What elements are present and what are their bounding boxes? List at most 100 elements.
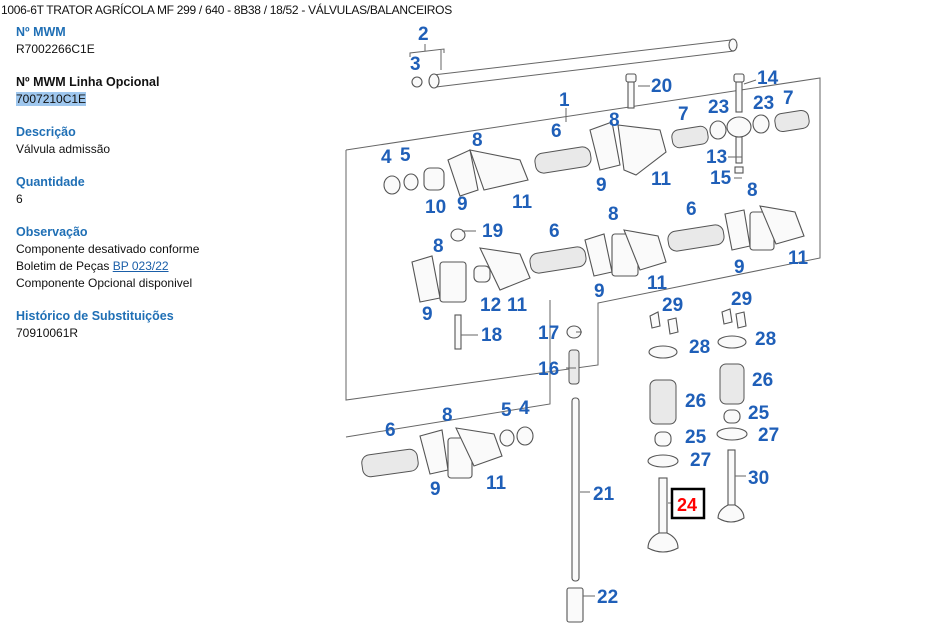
valve-stack-exhaust[interactable]: [716, 308, 748, 523]
callout-5b[interactable]: 5: [501, 400, 512, 421]
callout-22[interactable]: 22: [597, 587, 618, 608]
rocker-shaft[interactable]: [409, 38, 738, 89]
callout-6[interactable]: 6: [551, 121, 562, 142]
callout-25[interactable]: 25: [748, 403, 770, 424]
callout-11f[interactable]: 11: [486, 473, 507, 494]
spring-6-row2b[interactable]: [667, 224, 725, 253]
callout-28[interactable]: 28: [689, 337, 710, 358]
push-rod-21[interactable]: [566, 397, 584, 623]
mwm-label: Nº MWM: [16, 25, 66, 39]
history-value: 70910061R: [16, 326, 79, 340]
observation-line2: Boletim de Peças: [16, 259, 113, 273]
callout-5[interactable]: 5: [400, 145, 411, 166]
mwm-value[interactable]: R7002266C1E: [16, 42, 95, 56]
callout-8b[interactable]: 8: [609, 110, 620, 131]
rocker-assembly-row1-a[interactable]: [383, 149, 529, 197]
callout-2[interactable]: 2: [418, 24, 429, 45]
callout-11e[interactable]: 11: [507, 295, 528, 316]
callout-18[interactable]: 18: [481, 325, 502, 346]
rocker-assembly-row2-c[interactable]: [724, 205, 805, 251]
optional-section: Nº MWM Linha Opcional 7007210C1E: [16, 74, 316, 108]
callout-23[interactable]: 23: [708, 97, 729, 118]
callout-27b[interactable]: 27: [690, 450, 711, 471]
callout-27[interactable]: 27: [758, 425, 779, 446]
callout-6d[interactable]: 6: [385, 420, 396, 441]
callout-9b[interactable]: 9: [457, 194, 468, 215]
callout-15[interactable]: 15: [710, 168, 732, 189]
rocker-assembly-row3[interactable]: [419, 426, 534, 479]
highlighted-part-24[interactable]: 24: [670, 487, 706, 520]
bolt-14[interactable]: [726, 73, 752, 174]
callout-7[interactable]: 7: [678, 104, 689, 125]
callout-11c[interactable]: 11: [788, 248, 809, 269]
exploded-parts-diagram: 2 3 20 14 1 7 23 23 7 8 6 8 13 15 4 5 9 …: [330, 18, 933, 631]
callout-1[interactable]: 1: [559, 90, 570, 111]
valve-stack-intake[interactable]: [647, 311, 679, 553]
rocker-assembly-row2-b[interactable]: [584, 229, 667, 277]
quantity-value: 6: [16, 192, 23, 206]
quantity-section: Quantidade 6: [16, 174, 316, 208]
callout-3[interactable]: 3: [410, 54, 421, 75]
callout-9[interactable]: 9: [596, 175, 607, 196]
callout-11b[interactable]: 11: [512, 192, 533, 213]
callout-29[interactable]: 29: [662, 295, 683, 316]
callout-13[interactable]: 13: [706, 147, 727, 168]
spring-7-right[interactable]: [774, 109, 810, 133]
callout-29b[interactable]: 29: [731, 289, 752, 310]
callout-26b[interactable]: 26: [685, 391, 706, 412]
callout-8f[interactable]: 8: [442, 405, 453, 426]
callout-19[interactable]: 19: [482, 221, 503, 242]
callout-20[interactable]: 20: [651, 76, 672, 97]
callout-9f[interactable]: 9: [430, 479, 441, 500]
callouts: 2 3 20 14 1 7 23 23 7 8 6 8 13 15 4 5 9 …: [381, 24, 809, 608]
quantity-label: Quantidade: [16, 175, 85, 189]
assembly-frame: [345, 77, 821, 401]
callout-9e[interactable]: 9: [422, 304, 433, 325]
spring-6-row1[interactable]: [534, 146, 592, 175]
optional-label: Nº MWM Linha Opcional: [16, 75, 160, 89]
callout-17[interactable]: 17: [538, 323, 559, 344]
rocker-assembly-row2-a[interactable]: [411, 228, 531, 350]
callout-9d[interactable]: 9: [594, 281, 605, 302]
callout-28b[interactable]: 28: [755, 329, 776, 350]
mwm-section: Nº MWM R7002266C1E: [16, 24, 316, 58]
history-section: Histórico de Substituições 70910061R: [16, 308, 316, 342]
callout-4[interactable]: 4: [381, 147, 392, 168]
callout-16[interactable]: 16: [538, 359, 559, 380]
history-label: Histórico de Substituições: [16, 309, 174, 323]
callout-8e[interactable]: 8: [433, 236, 444, 257]
spring-6-row2[interactable]: [529, 246, 587, 275]
callout-30[interactable]: 30: [748, 468, 769, 489]
spring-7-left[interactable]: [671, 125, 709, 149]
callout-12[interactable]: 12: [480, 295, 501, 316]
callout-9c[interactable]: 9: [734, 257, 745, 278]
callout-8[interactable]: 8: [472, 130, 483, 151]
page-title: 1006-6T TRATOR AGRÍCOLA MF 299 / 640 - 8…: [1, 3, 452, 17]
callout-4b[interactable]: 4: [519, 398, 530, 419]
callout-26[interactable]: 26: [752, 370, 773, 391]
spring-6-row3[interactable]: [361, 448, 420, 478]
callout-25b[interactable]: 25: [685, 427, 707, 448]
description-value: Válvula admissão: [16, 142, 111, 156]
callout-8d[interactable]: 8: [608, 204, 619, 225]
highlighted-callout-label: 24: [677, 495, 697, 515]
bolt-20[interactable]: [625, 73, 637, 109]
callout-7b[interactable]: 7: [783, 88, 794, 109]
observation-label: Observação: [16, 225, 88, 239]
observation-line1: Componente desativado conforme: [16, 242, 200, 256]
callout-21[interactable]: 21: [593, 484, 615, 505]
callout-10[interactable]: 10: [425, 197, 446, 218]
optional-value[interactable]: 7007210C1E: [16, 92, 87, 106]
callout-6c[interactable]: 6: [549, 221, 560, 242]
callout-23b[interactable]: 23: [753, 93, 774, 114]
observation-line3: Componente Opcional disponivel: [16, 276, 193, 290]
callout-11[interactable]: 11: [651, 169, 672, 190]
bulletin-link[interactable]: BP 023/22: [112, 259, 169, 273]
stud-16[interactable]: [568, 349, 580, 385]
description-label: Descrição: [16, 125, 76, 139]
callout-6b[interactable]: 6: [686, 199, 697, 220]
rocker-assembly-row1-b[interactable]: [589, 121, 667, 176]
callout-8c[interactable]: 8: [747, 180, 758, 201]
callout-14[interactable]: 14: [757, 68, 779, 89]
callout-11d[interactable]: 11: [647, 273, 668, 294]
